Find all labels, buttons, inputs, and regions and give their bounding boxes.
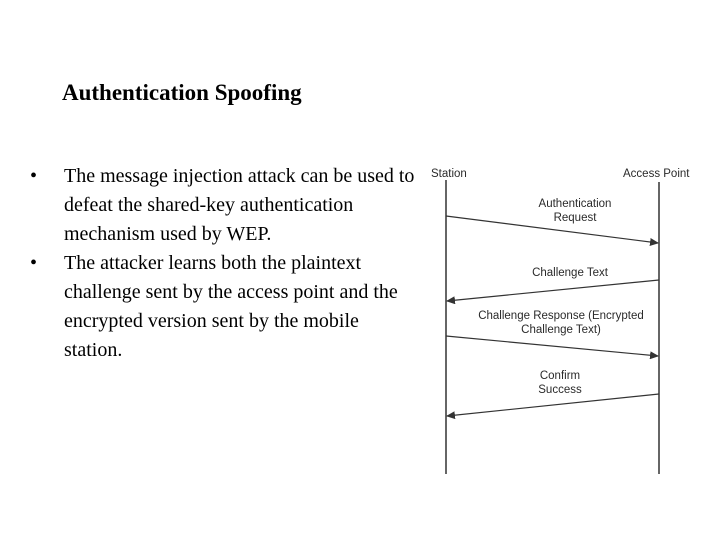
sequence-diagram-lines xyxy=(445,180,660,474)
slide-title: Authentication Spoofing xyxy=(62,80,302,105)
arrow-challenge-text xyxy=(446,279,660,305)
message-line: Challenge Response (Encrypted xyxy=(478,310,644,322)
bullet-list: • The message injection attack can be us… xyxy=(30,162,420,365)
message-line: Request xyxy=(553,212,597,224)
station-label: Station xyxy=(431,168,467,180)
message-line: Success xyxy=(538,384,582,396)
bullet-item-injection-attack: • The message injection attack can be us… xyxy=(30,162,420,249)
message-line: Authentication xyxy=(538,198,612,210)
message-label-authentication-request: Authentication Request xyxy=(505,197,645,225)
arrow-confirm-success xyxy=(446,393,660,420)
bullet-dot: • xyxy=(30,252,38,274)
message-line: Confirm xyxy=(539,370,581,382)
arrow-authentication-request xyxy=(445,215,659,246)
bullet-item-attacker-learns: • The attacker learns both the plaintext… xyxy=(30,249,420,365)
message-label-challenge-text: Challenge Text xyxy=(500,266,640,280)
message-line: Challenge Text xyxy=(532,267,608,279)
authentication-sequence-diagram: Station Access Point Authentication Requ… xyxy=(425,158,715,478)
message-line: Challenge Text) xyxy=(521,324,601,336)
message-label-confirm-success: Confirm Success xyxy=(500,369,620,397)
bullet-text: The attacker learns both the plaintext c… xyxy=(64,252,398,361)
access-point-label: Access Point xyxy=(623,168,690,180)
bullet-text: The message injection attack can be used… xyxy=(64,165,415,245)
bullet-dot: • xyxy=(30,165,38,187)
arrow-challenge-response xyxy=(445,335,659,360)
message-label-challenge-response: Challenge Response (Encrypted Challenge … xyxy=(461,309,661,337)
